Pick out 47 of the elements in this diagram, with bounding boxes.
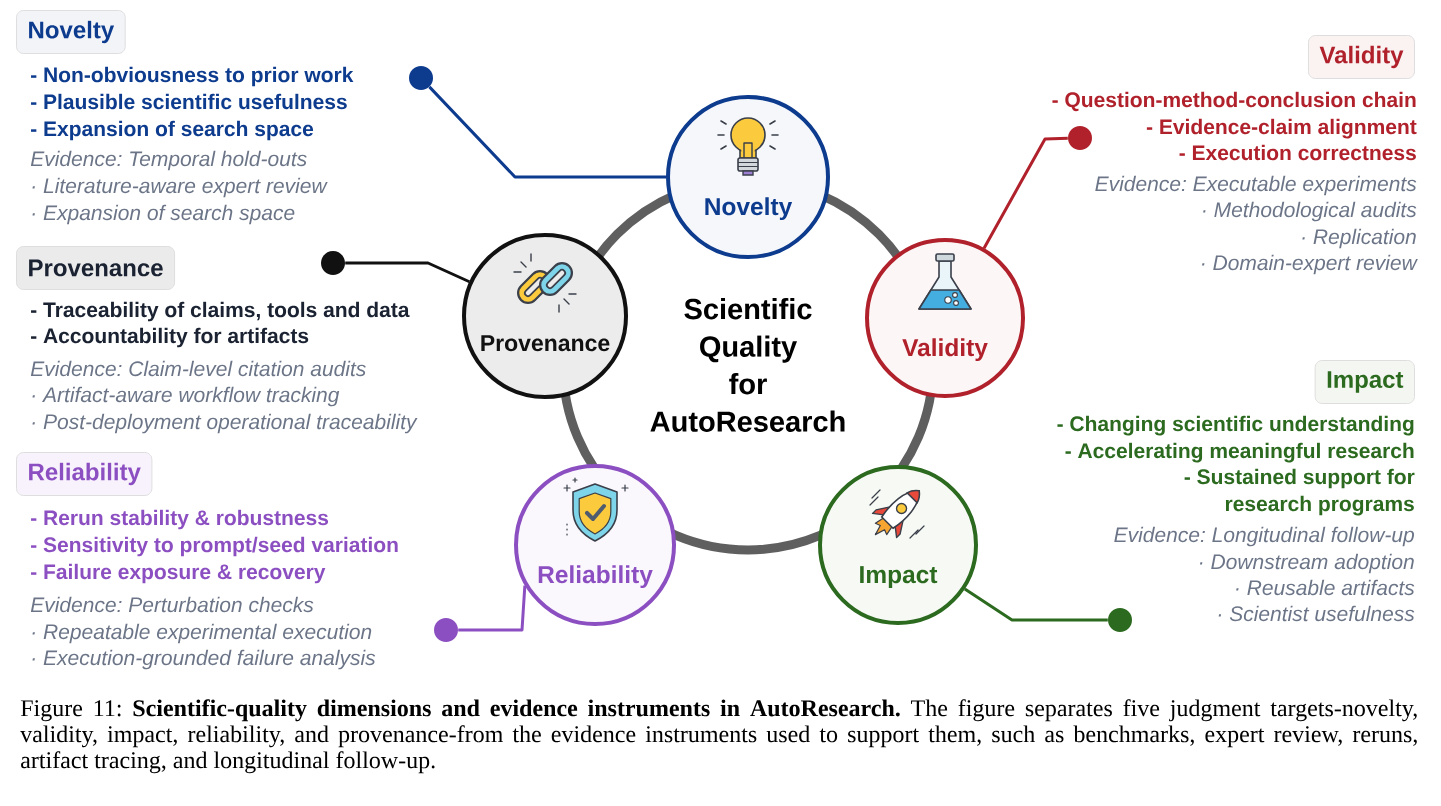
bullet-text: - Plausible scientific usefulness (31, 93, 347, 110)
evidence-text: · Repeatable experimental execution (32, 623, 372, 644)
evidence-text: · Scientist usefulness (1218, 605, 1415, 622)
leader-line (964, 587, 1108, 622)
bullet-text: - Sustained support for research programs (1184, 468, 1415, 516)
heading-box: Reliability (16, 452, 153, 496)
caption: Figure 11: Scientific-quality dimensions and evidence instruments in AutoResearch. The figure separates five judgment targets-novelty, validity, impact, reliability, and provenance-from the evidence instruments used to support them, such as benchmarks, expert review, reruns, artifact tracing, and longitudinal follow-up. (20, 699, 1417, 774)
bullet-text: - Question-method-conclusion chain (1052, 91, 1416, 112)
bullet-text: - Expansion of search space (31, 120, 314, 141)
endpoint-dot (409, 66, 433, 90)
endpoint-dot (434, 618, 458, 642)
evidence-text: · Methodological audits (1203, 201, 1417, 222)
evidence-text: Evidence: Temporal hold-outs (30, 150, 307, 171)
evidence-text: · Expansion of search space (32, 204, 295, 225)
endpoint-dot (321, 251, 345, 275)
bullet-text: - Traceability of claims, tools and data (31, 301, 410, 322)
evidence-text: Evidence: Executable experiments (1095, 175, 1417, 196)
bullet-text: - Evidence-claim alignment (1146, 118, 1417, 139)
bullet-text: - Accelerating meaningful research (1065, 442, 1414, 463)
evidence-text: · Domain-expert review (1202, 254, 1418, 275)
evidence-text: · Replication (1302, 228, 1416, 249)
endpoint-dot (1068, 126, 1092, 150)
evidence-text: Evidence: Longitudinal follow-up (1114, 526, 1415, 547)
endpoint-dot (1108, 608, 1132, 632)
bullet-text: - Execution correctness (1179, 144, 1416, 161)
heading-box: Novelty (16, 10, 126, 54)
leader-line (458, 585, 527, 632)
bullet-text: - Changing scientific understanding (1057, 415, 1414, 436)
leader-line (982, 136, 1068, 249)
evidence-text: · Reusable artifacts (1236, 579, 1415, 596)
heading-box: Provenance (16, 246, 176, 290)
evidence-text: · Post-deployment operational traceability (32, 413, 418, 434)
evidence-text: · Literature-aware expert review (32, 177, 328, 198)
evidence-text: · Downstream adoption (1199, 553, 1414, 574)
heading-box: Validity (1307, 35, 1415, 79)
bullet-text: - Accountability for artifacts (31, 327, 309, 348)
bullet-text: - Rerun stability & robustness (31, 509, 329, 530)
evidence-text: Evidence: Claim-level citation audits (30, 360, 366, 377)
evidence-text: · Execution-grounded failure analysis (32, 649, 376, 670)
leader-line (428, 85, 666, 179)
evidence-text: · Artifact-aware workflow tracking (32, 386, 340, 407)
leader-line (345, 261, 471, 284)
evidence-text: Evidence: Perturbation checks (30, 596, 314, 613)
heading-box: Impact (1314, 360, 1415, 404)
bullet-text: - Failure exposure & recovery (31, 563, 326, 584)
bullet-text: - Non-obviousness to prior work (31, 66, 354, 87)
bullet-text: - Sensitivity to prompt/seed variation (31, 536, 398, 557)
